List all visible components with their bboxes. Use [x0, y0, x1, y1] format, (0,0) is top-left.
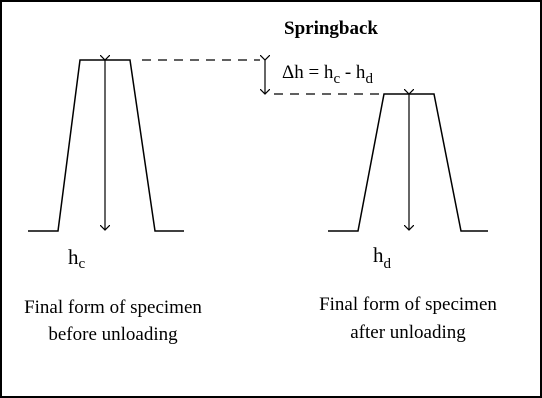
left-caption-line-2: before unloading [48, 324, 178, 345]
left-caption-line-1: Final form of specimen [24, 297, 202, 318]
right-height-label: hd [373, 243, 392, 272]
left-height-label: hc [68, 245, 86, 272]
left-specimen-profile [28, 59, 184, 232]
right-caption-line-2: after unloading [350, 322, 466, 343]
right-specimen-profile [328, 93, 488, 232]
diagram-title: Springback [284, 18, 378, 39]
springback-equation: Δh = hc - hd [282, 62, 373, 87]
right-caption-line-1: Final form of specimen [319, 294, 497, 315]
